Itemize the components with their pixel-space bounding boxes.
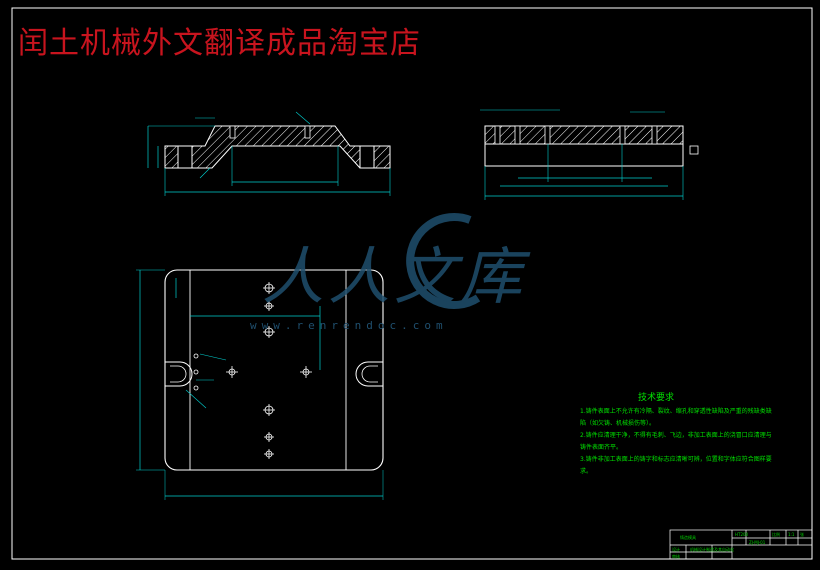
watermark-url: www.renrendoc.com xyxy=(250,319,448,332)
drawing-frame xyxy=(11,7,813,560)
side-section-body xyxy=(484,143,684,167)
tb-scale: 1:1 xyxy=(788,532,795,537)
tb-drawing-no: ZJ-MJ-01 xyxy=(749,540,766,545)
tb-company: 机械设计制造及其自动化 xyxy=(690,547,734,552)
front-bore-left xyxy=(177,145,193,169)
tb-label-sheet: 张 xyxy=(800,532,804,537)
tb-part-name: 铸造模具 xyxy=(680,535,696,540)
page-title: 闰土机械外文翻译成品淘宝店 xyxy=(18,26,421,61)
tb-material: HT200 xyxy=(735,532,749,537)
watermark-logo-text: 人人文库 xyxy=(262,240,531,313)
tb-label-scale: 比例 xyxy=(772,532,780,537)
front-pin-slot-2 xyxy=(304,125,311,139)
watermark-logo: 人人文库 xyxy=(262,213,531,313)
tb-label-design: 设计 xyxy=(672,547,680,552)
title-block xyxy=(669,529,813,560)
tech-notes: 技术要求 1.铸件表面上不允许有冷隔、裂纹、缩孔和穿透性缺陷及严重的残缺类缺陷（… xyxy=(580,392,772,478)
front-pin-slot-1 xyxy=(229,125,236,139)
plan-outline xyxy=(164,269,384,471)
front-section-hatch xyxy=(164,125,391,169)
tech-notes-title: 技术要求 xyxy=(637,393,674,403)
front-section-view xyxy=(147,111,391,196)
plan-view xyxy=(136,269,384,500)
right-slot xyxy=(355,361,383,387)
tb-label-check: 审核 xyxy=(672,554,680,559)
front-bore-right xyxy=(359,145,375,169)
tech-note-item: 3.铸件非加工表面上的铸字和标志应清晰可辨，位置和字体应符合图样要求。 xyxy=(580,456,772,475)
tech-note-item: 2.铸件应清理干净，不得有毛刺、飞边，非加工表面上的浇冒口应清理与铸件表面齐平。 xyxy=(580,432,772,451)
side-section-view xyxy=(480,109,699,200)
tech-note-item: 1.铸件表面上不允许有冷隔、裂纹、缩孔和穿透性缺陷及严重的残缺类缺陷（如欠铸、机… xyxy=(580,408,772,427)
left-slot xyxy=(165,361,193,387)
watermark-swoosh xyxy=(406,213,481,309)
